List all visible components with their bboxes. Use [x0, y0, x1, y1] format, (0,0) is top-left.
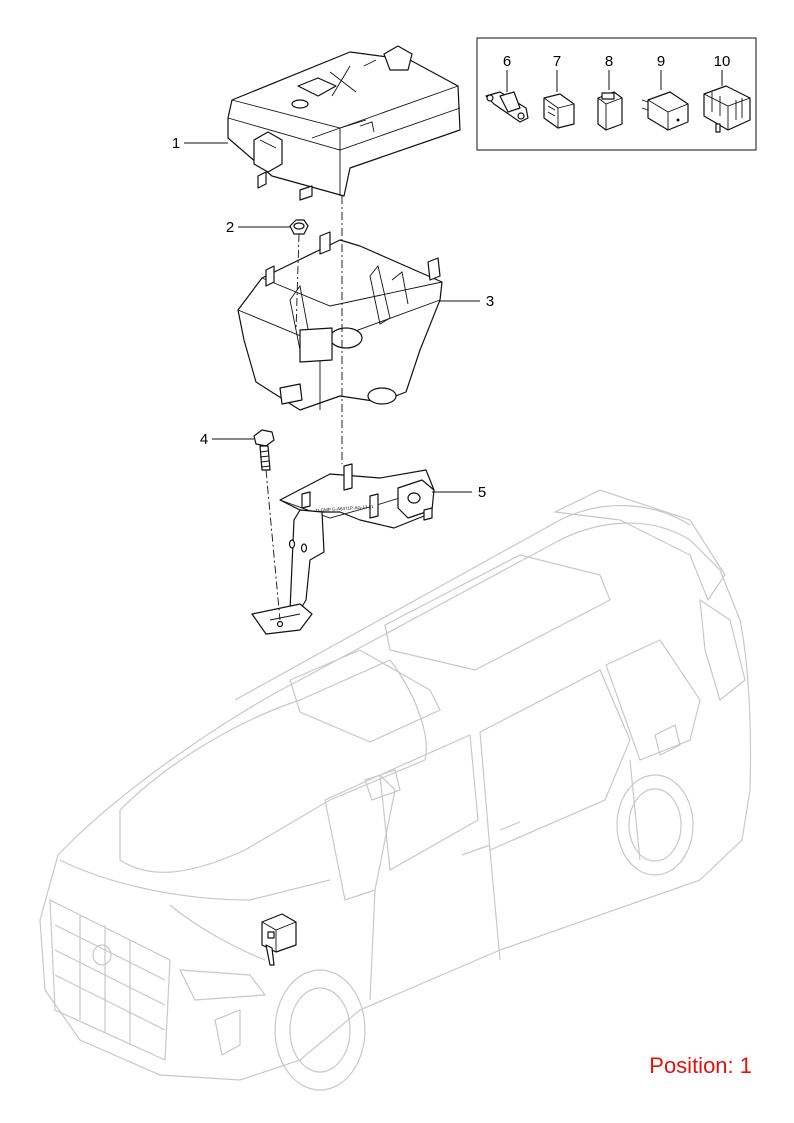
assembly-center-lines	[265, 196, 343, 621]
callout-leaders	[184, 142, 480, 493]
fuse-box-housing-part	[237, 231, 443, 411]
bolt-part	[253, 429, 275, 471]
inset-label-8: 8	[605, 53, 613, 70]
fuse-box-location-marker	[261, 913, 297, 966]
inset-label-6: 6	[503, 53, 511, 70]
vehicle-outline	[39, 489, 752, 1091]
callout-2: 2	[226, 219, 234, 236]
callout-5: 5	[478, 484, 486, 501]
micro-relay-part	[641, 91, 689, 131]
cartridge-fuse-part	[597, 91, 623, 131]
small-parts-inset: 6 7 8 9 10	[476, 37, 757, 151]
bracket-part: D-GMP G-A6471P-AG-13 11	[251, 463, 435, 635]
nut-part	[289, 219, 309, 235]
callout-3: 3	[486, 293, 494, 310]
callout-4: 4	[200, 431, 208, 448]
bracket-stamped-text: D-GMP G-A6471P-AG-13 11	[316, 504, 374, 513]
relay-part	[703, 85, 751, 133]
inset-label-10: 10	[714, 53, 731, 70]
callout-1: 1	[172, 135, 180, 152]
fuse-box-cover-part	[227, 45, 461, 201]
blade-fuse-part	[543, 93, 575, 129]
inset-label-7: 7	[553, 53, 561, 70]
inset-label-9: 9	[657, 53, 665, 70]
position-label: Position: 1	[649, 1053, 752, 1078]
fusible-link-part	[485, 91, 529, 123]
